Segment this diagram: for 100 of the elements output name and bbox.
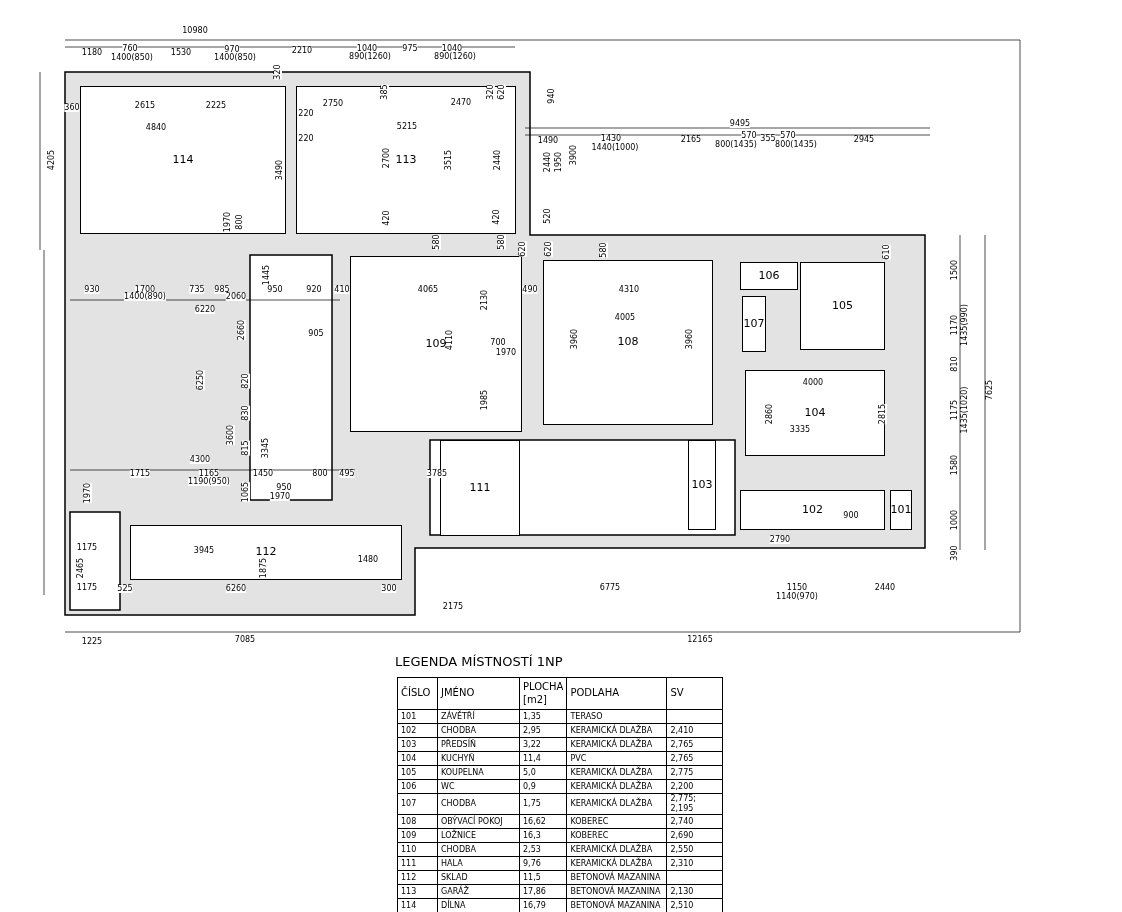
table-cell: 114 <box>397 898 438 912</box>
table-cell: 2,740 <box>666 814 723 829</box>
room <box>740 262 798 290</box>
table-cell: 2,53 <box>519 842 567 857</box>
dimension-label: 1985 <box>481 389 489 411</box>
dimension-label: 320 <box>274 64 282 80</box>
dimension-label: 815 <box>242 440 250 456</box>
dimension-label: 1000 <box>951 509 959 531</box>
dimension-label: 7625 <box>986 379 994 401</box>
dimension-label: 1180 <box>81 49 103 57</box>
table-cell: 2,765 <box>666 751 723 766</box>
table-cell: GARÁŽ <box>437 884 520 899</box>
dimension-label: 620 <box>519 241 527 257</box>
table-cell: KERAMICKÁ DLAŽBA <box>566 723 667 738</box>
table-cell: 2,690 <box>666 828 723 843</box>
table-cell: SKLAD <box>437 870 520 885</box>
dimension-label: 355 <box>760 135 776 143</box>
dimension-label: 1400(850) <box>111 54 153 62</box>
dimension-label: 520 <box>544 208 552 224</box>
dimension-label: 3345 <box>262 437 270 459</box>
room-number: 105 <box>832 297 853 314</box>
dimension-label: 580 <box>498 234 506 250</box>
dimension-label: 1175 <box>951 399 959 421</box>
room-number: 101 <box>890 501 912 518</box>
table-header: JMÉNO <box>437 677 520 710</box>
table-cell: 16,3 <box>519 828 567 843</box>
dimension-label: 1165 <box>198 470 220 478</box>
dimension-label: 320 <box>487 84 495 100</box>
dimension-label: 1175 <box>76 584 98 592</box>
dimension-label: 4000 <box>802 379 824 387</box>
table-cell: 2,200 <box>666 779 723 794</box>
dimension-label: 1225 <box>81 638 103 646</box>
table-cell: BETONOVÁ MAZANINA <box>566 884 667 899</box>
dimension-label: 4310 <box>618 286 640 294</box>
table-header: PLOCHA [m2] <box>519 677 567 710</box>
dimension-label: 810 <box>951 356 959 372</box>
dimension-label: 1480 <box>357 556 379 564</box>
dimension-label: 1400(890) <box>124 293 166 301</box>
room <box>745 370 885 456</box>
table-cell: 103 <box>397 737 438 752</box>
table-header: ČÍSLO <box>397 677 438 710</box>
dimension-label: 525 <box>117 585 133 593</box>
dimension-label: 9495 <box>729 120 751 128</box>
table-cell: 102 <box>397 723 438 738</box>
dimension-label: 390 <box>951 545 959 561</box>
table-cell: TERASO <box>566 709 667 724</box>
table-cell: 105 <box>397 765 438 780</box>
dimension-label: 1435(990) <box>961 304 969 346</box>
table-cell: 11,4 <box>519 751 567 766</box>
dimension-label: 830 <box>242 405 250 421</box>
dimension-label: 420 <box>493 209 501 225</box>
table-cell: KERAMICKÁ DLAŽBA <box>566 737 667 752</box>
dimension-label: 420 <box>383 210 391 226</box>
room <box>296 86 516 234</box>
dimension-label: 6250 <box>197 369 205 391</box>
dimension-label: 3960 <box>686 328 694 350</box>
dimension-label: 820 <box>242 373 250 389</box>
dimension-label: 1970 <box>495 349 517 357</box>
dimension-label: 940 <box>548 88 556 104</box>
dimension-label: 1440(1000) <box>591 144 639 152</box>
table-cell: 0,9 <box>519 779 567 794</box>
dimension-label: 490 <box>522 286 538 294</box>
room <box>800 262 885 350</box>
dimension-label: 2440 <box>494 149 502 171</box>
room <box>350 256 522 432</box>
dimension-label: 1970 <box>269 493 291 501</box>
table-cell: CHODBA <box>437 842 520 857</box>
dimension-label: 930 <box>84 286 100 294</box>
dimension-label: 610 <box>883 244 891 260</box>
dimension-label: 2175 <box>442 603 464 611</box>
table-cell: KERAMICKÁ DLAŽBA <box>566 856 667 871</box>
dimension-label: 1170 <box>951 314 959 336</box>
table-cell: LOŽNICE <box>437 828 520 843</box>
dimension-label: 3785 <box>426 470 448 478</box>
dimension-label: 495 <box>339 470 355 478</box>
table-cell: 9,76 <box>519 856 567 871</box>
dimension-label: 950 <box>267 286 283 294</box>
dimension-label: 3490 <box>276 159 284 181</box>
dimension-label: 4005 <box>614 314 636 322</box>
table-cell: KOUPELNA <box>437 765 520 780</box>
dimension-label: 1400(850) <box>214 54 256 62</box>
table-cell: CHODBA <box>437 793 520 815</box>
dimension-label: 2815 <box>879 403 887 425</box>
dimension-label: 2165 <box>680 136 702 144</box>
dimension-label: 1190(950) <box>188 478 230 486</box>
dimension-label: 580 <box>433 234 441 250</box>
dimension-label: 4065 <box>417 286 439 294</box>
dimension-label: 2660 <box>238 319 246 341</box>
dimension-label: 1435(1020) <box>961 386 969 434</box>
table-cell: 104 <box>397 751 438 766</box>
table-cell: 101 <box>397 709 438 724</box>
table-cell: KERAMICKÁ DLAŽBA <box>566 765 667 780</box>
table-cell: 111 <box>397 856 438 871</box>
table-cell: BETONOVÁ MAZANINA <box>566 870 667 885</box>
table-cell: 113 <box>397 884 438 899</box>
dimension-label: 2130 <box>481 289 489 311</box>
dimension-label: 5215 <box>396 123 418 131</box>
dimension-label: 7085 <box>234 636 256 644</box>
dimension-label: 1715 <box>129 470 151 478</box>
dimension-label: 1040 <box>441 45 463 53</box>
